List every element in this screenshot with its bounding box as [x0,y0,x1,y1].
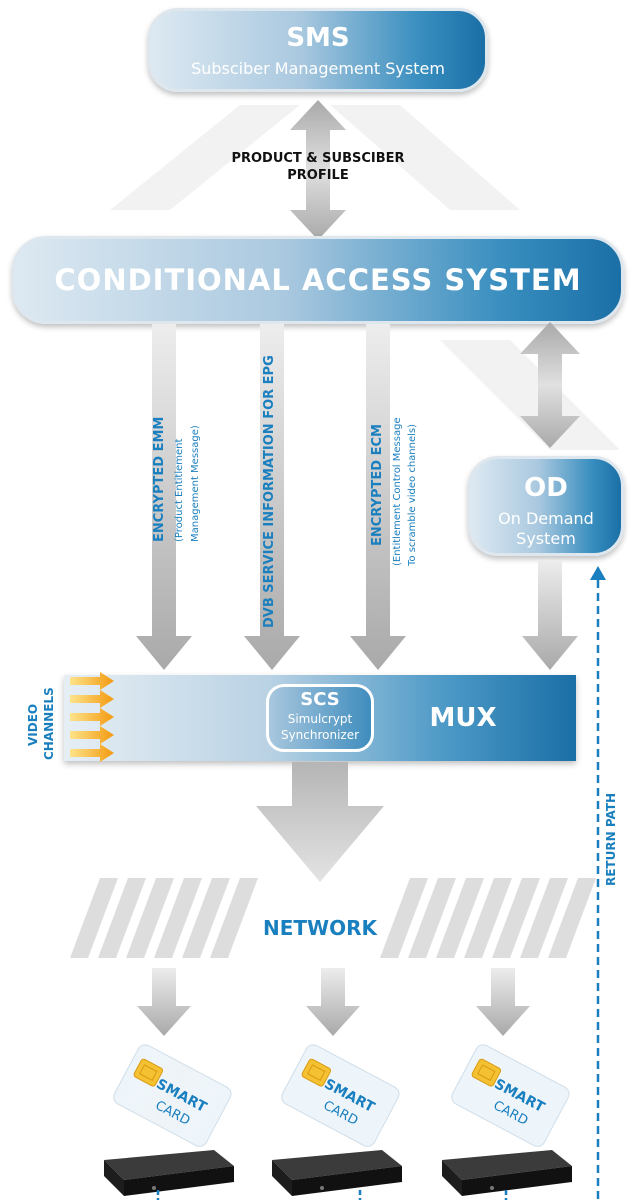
od-mux-arrow [522,560,578,670]
receiver-2: SMART CARD [262,1040,412,1200]
return-path-line [590,566,606,1200]
sms-cas-arrow [290,100,346,240]
receiver-1: SMART CARD [94,1040,244,1200]
scs-line1: Simulcrypt [287,712,353,726]
od-title: OD [524,473,568,503]
smart-card-icon [113,1044,232,1147]
emm-title: ENCRYPTED EMM [152,416,167,542]
mux-title: MUX [429,703,497,733]
emm-line1: (Product Entitlement [174,438,185,542]
dvb-title: DVB SERVICE INFORMATION FOR EPG [262,355,277,628]
smart-card-icon [451,1044,570,1147]
video-channels-line1: VIDEO [26,703,40,746]
profile-label-line1: PRODUCT & SUBSCIBER [231,151,405,166]
video-arrow-4 [70,726,114,744]
settop-box-icon [442,1150,572,1196]
receiver-3: SMART CARD [432,1040,582,1200]
sms-title: SMS [286,23,350,53]
receiver-dashed-line [504,1190,508,1200]
settop-box-icon [104,1150,234,1196]
mux-network-arrow [256,762,384,882]
sms-subtitle: Subsciber Management System [191,59,445,78]
sms-box: SMS Subsciber Management System [148,8,488,92]
smart-card-icon [281,1044,400,1147]
profile-label-line2: PROFILE [287,168,349,183]
profile-label: PRODUCT & SUBSCIBER PROFILE [188,150,448,184]
ecm-arrow [350,324,406,670]
video-channels-line2: CHANNELS [42,687,56,760]
cas-box: CONDITIONAL ACCESS SYSTEM [12,236,624,324]
od-line2: System [516,529,576,548]
scs-box: SCS Simulcrypt Synchronizer [266,684,374,752]
return-path-label: RETURN PATH [604,792,618,886]
network-band [70,878,596,958]
network-label: NETWORK [262,916,377,940]
video-arrow-3 [70,708,114,726]
video-channel-arrows [70,672,114,762]
cas-od-arrow [520,322,580,448]
receiver-dashed-line [358,1190,362,1200]
scs-line2: Synchronizer [280,728,360,742]
cas-title: CONDITIONAL ACCESS SYSTEM [54,263,582,297]
od-box: OD On Demand System [468,456,624,556]
video-arrow-5 [70,744,114,762]
receiver-arrow-2 [306,968,360,1036]
dvb-arrow [244,324,300,670]
receiver-arrow-3 [476,968,530,1036]
ecm-line1: (Entitlement Control Message [392,417,403,566]
emm-line2: Management Message) [190,425,201,542]
video-arrow-2 [70,690,114,708]
emm-arrow [136,324,192,670]
receiver-dashed-line [156,1190,160,1200]
scs-title: SCS [300,689,340,710]
receiver-arrow-1 [137,968,191,1036]
video-arrow-1 [70,672,114,690]
ecm-line2: To scramble video channels) [407,423,418,566]
ecm-title: ENCRYPTED ECM [370,424,385,546]
settop-box-icon [272,1150,402,1196]
od-line1: On Demand [498,509,594,528]
